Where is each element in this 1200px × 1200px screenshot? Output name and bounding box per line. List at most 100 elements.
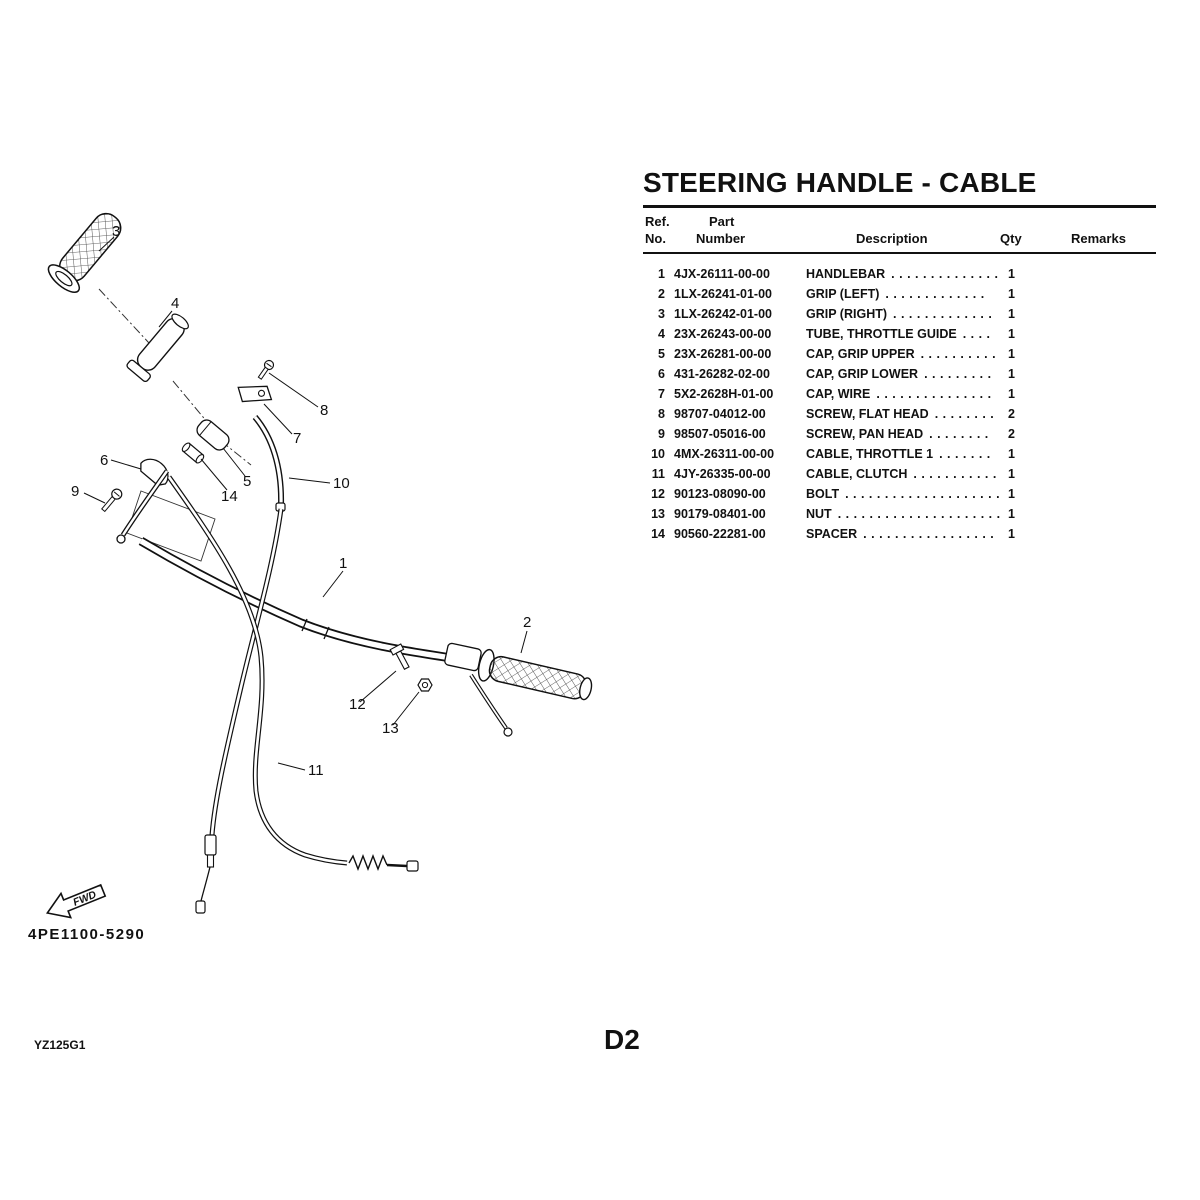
table-row: 7 5X2-2628H-01-00 CAP, WIRE. . . . . . .… <box>643 384 1156 404</box>
ref-no: 13 <box>651 507 665 521</box>
brake-lever <box>469 673 513 737</box>
part-description: SCREW, PAN HEAD . . . . . . . . <box>806 427 1005 441</box>
part-bolt <box>389 643 410 671</box>
ref-no: 3 <box>658 307 665 321</box>
part-number: 23X-26243-00-00 <box>674 327 772 341</box>
part-number: 4MX-26311-00-00 <box>674 447 775 461</box>
part-grip-right <box>477 648 593 701</box>
page-title: STEERING HANDLE - CABLE <box>643 167 1037 198</box>
part-grip-left <box>47 212 122 293</box>
ref-no: 1 <box>658 267 665 281</box>
part-throttle-tube <box>126 313 189 383</box>
part-description: CABLE, CLUTCH . . . . . . . . . . . <box>806 467 1005 481</box>
table-row: 8 98707-04012-00 SCREW, FLAT HEAD. . . .… <box>643 404 1156 424</box>
ref-no: 9 <box>658 427 665 441</box>
fwd-arrow: FWD <box>45 883 107 919</box>
callout-11: 11 <box>308 762 324 779</box>
part-description: NUT. . . . . . . . . . . . . . . . . . .… <box>806 507 1005 521</box>
part-qty: 1 <box>1008 507 1015 521</box>
callout-3: 3 <box>112 223 120 240</box>
part-qty: 1 <box>1008 327 1015 341</box>
dot-leader: . . . . . . . . . . <box>920 347 997 361</box>
ref-no: 4 <box>658 327 665 341</box>
part-qty: 1 <box>1008 347 1015 361</box>
callout-13: 13 <box>382 720 399 737</box>
part-screw-pan-head <box>101 488 123 513</box>
part-qty: 1 <box>1008 447 1015 461</box>
part-number: 4JX-26111-00-00 <box>674 267 770 281</box>
page-number: D2 <box>604 1024 640 1055</box>
header-ref-line2: No. <box>645 231 666 246</box>
description-text: CAP, GRIP UPPER <box>806 347 915 361</box>
description-text: SPACER <box>806 527 858 541</box>
description-text: GRIP (LEFT) <box>806 287 880 301</box>
part-qty: 1 <box>1008 527 1015 541</box>
callout-12: 12 <box>349 696 366 713</box>
part-description: SCREW, FLAT HEAD. . . . . . . . <box>806 407 1005 421</box>
part-number: 90179-08401-00 <box>674 507 766 521</box>
part-nut <box>417 678 433 692</box>
table-row: 12 90123-08090-00 BOLT. . . . . . . . . … <box>643 484 1156 504</box>
table-row: 14 90560-22281-00 SPACER. . . . . . . . … <box>643 524 1156 544</box>
part-qty: 1 <box>1008 367 1015 381</box>
part-qty: 2 <box>1008 427 1015 441</box>
ref-no: 11 <box>651 467 665 481</box>
table-row: 5 23X-26281-00-00 CAP, GRIP UPPER. . . .… <box>643 344 1156 364</box>
header-description: Description <box>856 231 928 246</box>
part-description: HANDLEBAR . . . . . . . . . . . . . . <box>806 267 1005 281</box>
header-qty: Qty <box>1000 231 1022 246</box>
part-number: 23X-26281-00-00 <box>674 347 772 361</box>
part-qty: 1 <box>1008 467 1015 481</box>
ref-no: 12 <box>651 487 665 501</box>
dot-leader: . . . . <box>962 327 991 341</box>
dot-leader: . . . . . . . . <box>929 427 989 441</box>
drawing-number: 4PE1100-5290 <box>28 926 146 943</box>
exploded-diagram: FWD 3 4 8 7 6 5 14 9 10 1 2 <box>45 212 593 919</box>
dot-leader: . . . . . . . . . . . . . . . <box>876 387 992 401</box>
description-text: SCREW, PAN HEAD <box>806 427 924 441</box>
description-text: CABLE, THROTTLE 1 <box>806 447 934 461</box>
part-qty: 2 <box>1008 407 1015 421</box>
table-header: Ref. Part No. Number Description Qty Rem… <box>643 212 1156 252</box>
part-spacer <box>181 442 205 464</box>
callout-7: 7 <box>293 430 301 447</box>
description-text: CABLE, CLUTCH <box>806 467 908 481</box>
table-row: 1 4JX-26111-00-00 HANDLEBAR . . . . . . .… <box>643 264 1156 284</box>
callout-6: 6 <box>100 452 108 469</box>
clutch-lever <box>116 469 170 544</box>
description-text: HANDLEBAR <box>806 267 886 281</box>
description-text: TUBE, THROTTLE GUIDE <box>806 327 957 341</box>
dot-leader: . . . . . . . . . . . . . . <box>891 267 999 281</box>
ref-no: 6 <box>658 367 665 381</box>
part-qty: 1 <box>1008 387 1015 401</box>
part-screw-flat-head <box>257 359 275 380</box>
part-qty: 1 <box>1008 287 1015 301</box>
description-text: SCREW, FLAT HEAD <box>806 407 929 421</box>
callout-10: 10 <box>333 475 350 492</box>
part-description: BOLT. . . . . . . . . . . . . . . . . . … <box>806 487 1005 501</box>
description-text: CAP, WIRE <box>806 387 871 401</box>
callout-4: 4 <box>171 295 179 312</box>
part-number: 431-26282-02-00 <box>674 367 770 381</box>
part-description: CABLE, THROTTLE 1. . . . . . . <box>806 447 1005 461</box>
part-number: 90560-22281-00 <box>674 527 766 541</box>
ref-no: 2 <box>658 287 665 301</box>
callout-leaders <box>83 236 528 771</box>
table-row: 4 23X-26243-00-00 TUBE, THROTTLE GUIDE . … <box>643 324 1156 344</box>
header-part-line1: Part <box>709 214 735 229</box>
description-text: BOLT <box>806 487 840 501</box>
table-row: 2 1LX-26241-01-00 GRIP (LEFT) . . . . . .… <box>643 284 1156 304</box>
callout-2: 2 <box>523 614 531 631</box>
part-cable-guide <box>252 415 286 512</box>
part-cable-clutch <box>166 475 419 872</box>
part-description: CAP, GRIP LOWER. . . . . . . . . <box>806 367 1005 381</box>
table-row: 10 4MX-26311-00-00 CABLE, THROTTLE 1. . … <box>643 444 1156 464</box>
part-description: CAP, WIRE . . . . . . . . . . . . . . . <box>806 387 1005 401</box>
dot-leader: . . . . . . . . . . . . . <box>885 287 985 301</box>
part-handlebar <box>138 537 486 668</box>
header-rule <box>643 252 1156 254</box>
callout-5: 5 <box>243 473 251 490</box>
part-number: 1LX-26241-01-00 <box>674 287 772 301</box>
dot-leader: . . . . . . . . . . . <box>913 467 997 481</box>
